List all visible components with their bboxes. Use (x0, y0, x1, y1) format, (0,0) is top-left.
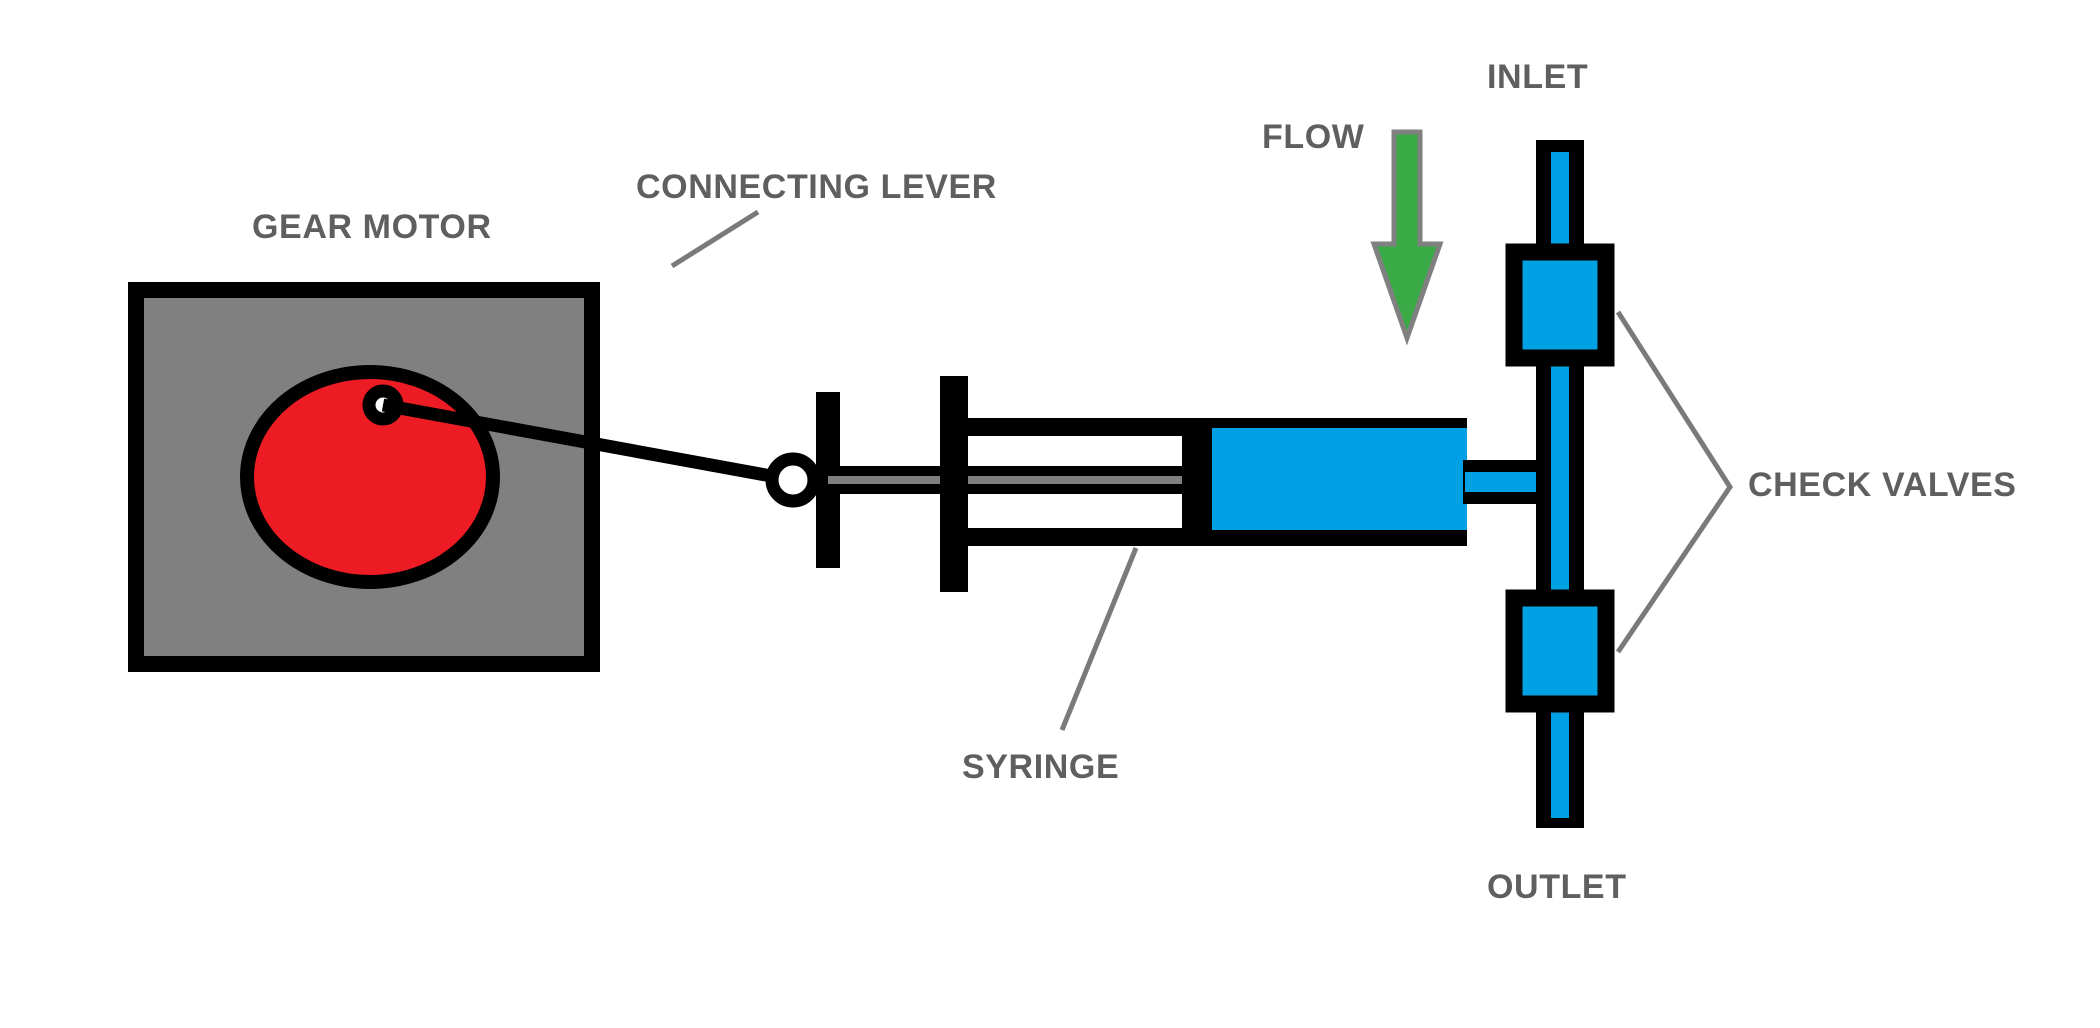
syringe-nozzle-fluid (1465, 472, 1557, 492)
inlet-pipe-fluid (1551, 152, 1569, 270)
label-check-valves: CHECK VALVES (1748, 466, 2017, 504)
label-outlet: OUTLET (1487, 868, 1627, 906)
connecting-lever-leader-line (670, 209, 760, 269)
gear-motor-housing (128, 282, 600, 672)
syringe-plunger-rod-core (828, 476, 1198, 484)
flow-arrow-group (1370, 129, 1444, 346)
flow-arrow-icon (1370, 129, 1444, 346)
syringe-fluid-volume (1188, 428, 1467, 530)
check-valve-top (1505, 243, 1615, 367)
syringe-barrel-bottom-wall (955, 528, 1467, 546)
check-valve-top-body (1505, 243, 1615, 367)
piping-group (1536, 140, 1584, 828)
manifold-pipe-fluid (1551, 350, 1569, 606)
crank-disc (240, 365, 500, 589)
check-valve-bottom (1505, 589, 1615, 713)
plunger-pivot-ring (765, 452, 821, 508)
label-gear-motor: GEAR MOTOR (252, 208, 492, 246)
syringe-piston-head (1182, 428, 1212, 530)
label-syringe: SYRINGE (962, 748, 1120, 786)
syringe-group (816, 376, 1557, 592)
label-inlet: INLET (1487, 58, 1589, 96)
leader-lines-group (670, 209, 1733, 731)
outlet-pipe-fluid (1551, 700, 1569, 818)
gear-motor-group (128, 282, 600, 672)
check-valves-leader-line (1615, 310, 1733, 654)
label-connecting-lever: CONNECTING LEVER (636, 168, 997, 206)
syringe-leader-line (1059, 547, 1139, 731)
check-valve-bottom-body (1505, 589, 1615, 713)
connecting-lever-rod (381, 398, 795, 487)
syringe-barrel-flange (940, 376, 968, 592)
label-flow: FLOW (1262, 118, 1365, 156)
connecting-lever-group (381, 398, 821, 508)
